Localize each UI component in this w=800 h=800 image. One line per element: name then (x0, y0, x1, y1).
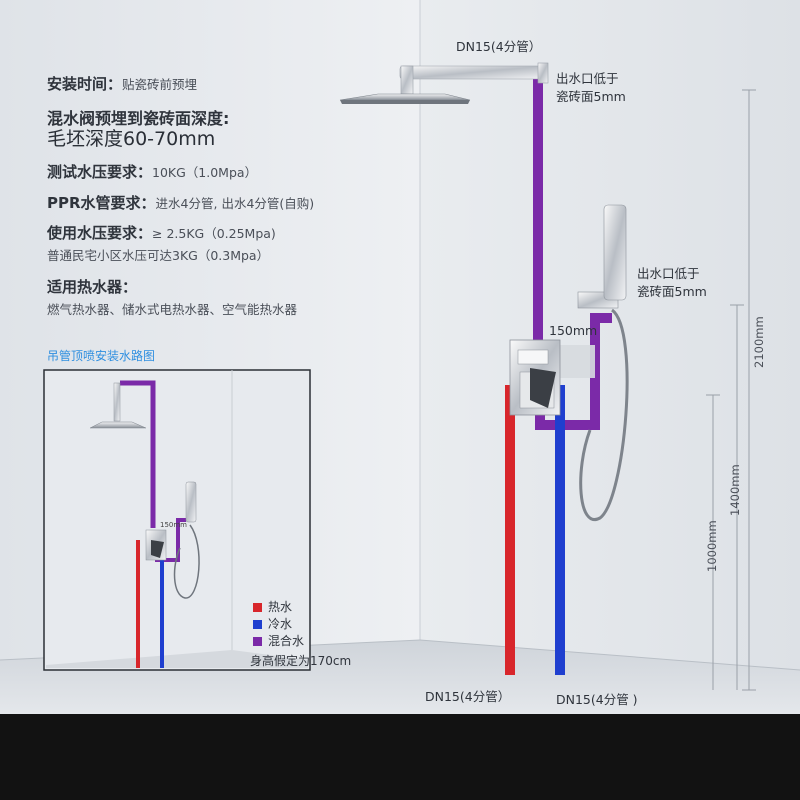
install-time-value: 贴瓷砖前预埋 (122, 77, 198, 92)
overhead-shower (339, 62, 549, 104)
dim-2100: 2100mm (752, 316, 766, 368)
dim-1000: 1000mm (705, 520, 719, 572)
dim-150: 150mm (549, 323, 598, 338)
use-pressure: 使用水压要求：≥ 2.5KG（0.25Mpa) (47, 222, 276, 243)
use-pressure-label: 使用水压要求： (47, 224, 153, 242)
mixing-valve (509, 339, 595, 416)
legend-cold-swatch (253, 620, 262, 629)
test-pressure: 测试水压要求：10KG（1.0Mpa） (47, 161, 257, 182)
legend-mixed-swatch (253, 637, 262, 646)
depth-title: 混水阀预埋到瓷砖面深度: (47, 109, 230, 128)
heater-value: 燃气热水器、储水式电热水器、空气能热水器 (47, 302, 298, 317)
depth-value: 毛坯深度60-70mm (47, 128, 216, 150)
bottom-cold-pipe-label: DN15(4分管 ) (556, 692, 638, 707)
legend-hot-swatch (253, 603, 262, 612)
outlet-top-line1: 出水口低于 (556, 71, 619, 86)
use-pressure-note: 普通民宅小区水压可达3KG（0.3Mpa） (47, 248, 270, 263)
legend-hot-label: 热水 (268, 600, 293, 614)
test-pressure-label: 测试水压要求： (47, 163, 153, 181)
test-pressure-value: 10KG（1.0Mpa） (152, 165, 258, 180)
inset-title: 吊管顶喷安装水路图 (47, 349, 156, 363)
top-pipe-label: DN15(4分管） (456, 39, 542, 54)
hot-water-pipe (505, 385, 515, 675)
legend-mixed-label: 混合水 (268, 634, 305, 648)
bottom-hot-pipe-label: DN15(4分管） (425, 689, 511, 704)
install-time-label: 安装时间： (47, 75, 123, 93)
ppr-requirement: PPR水管要求：进水4分管, 出水4分管(自购) (47, 192, 314, 213)
use-pressure-value: ≥ 2.5KG（0.25Mpa) (152, 226, 276, 241)
hand-shower (577, 204, 629, 522)
bottom-black-band (0, 714, 800, 800)
mixed-water-pipe (533, 75, 612, 430)
ppr-value: 进水4分管, 出水4分管(自购) (155, 196, 315, 211)
right-wall (420, 0, 800, 714)
install-time: 安装时间：贴瓷砖前预埋 (47, 73, 197, 94)
dimension-lines (706, 89, 756, 691)
heater-label: 适用热水器： (47, 278, 138, 296)
dim-1400: 1400mm (728, 464, 742, 516)
cold-water-pipe (555, 385, 565, 675)
outlet-top-line2: 瓷砖面5mm (556, 89, 626, 104)
legend-cold-label: 冷水 (268, 617, 293, 631)
inset-dim-150: 150mm (160, 521, 187, 529)
inset-diagram (43, 369, 311, 671)
outlet-mid-line1: 出水口低于 (637, 266, 700, 281)
height-note: 身高假定为170cm (250, 654, 352, 668)
ppr-label: PPR水管要求： (47, 194, 156, 212)
outlet-mid-line2: 瓷砖面5mm (637, 284, 707, 299)
